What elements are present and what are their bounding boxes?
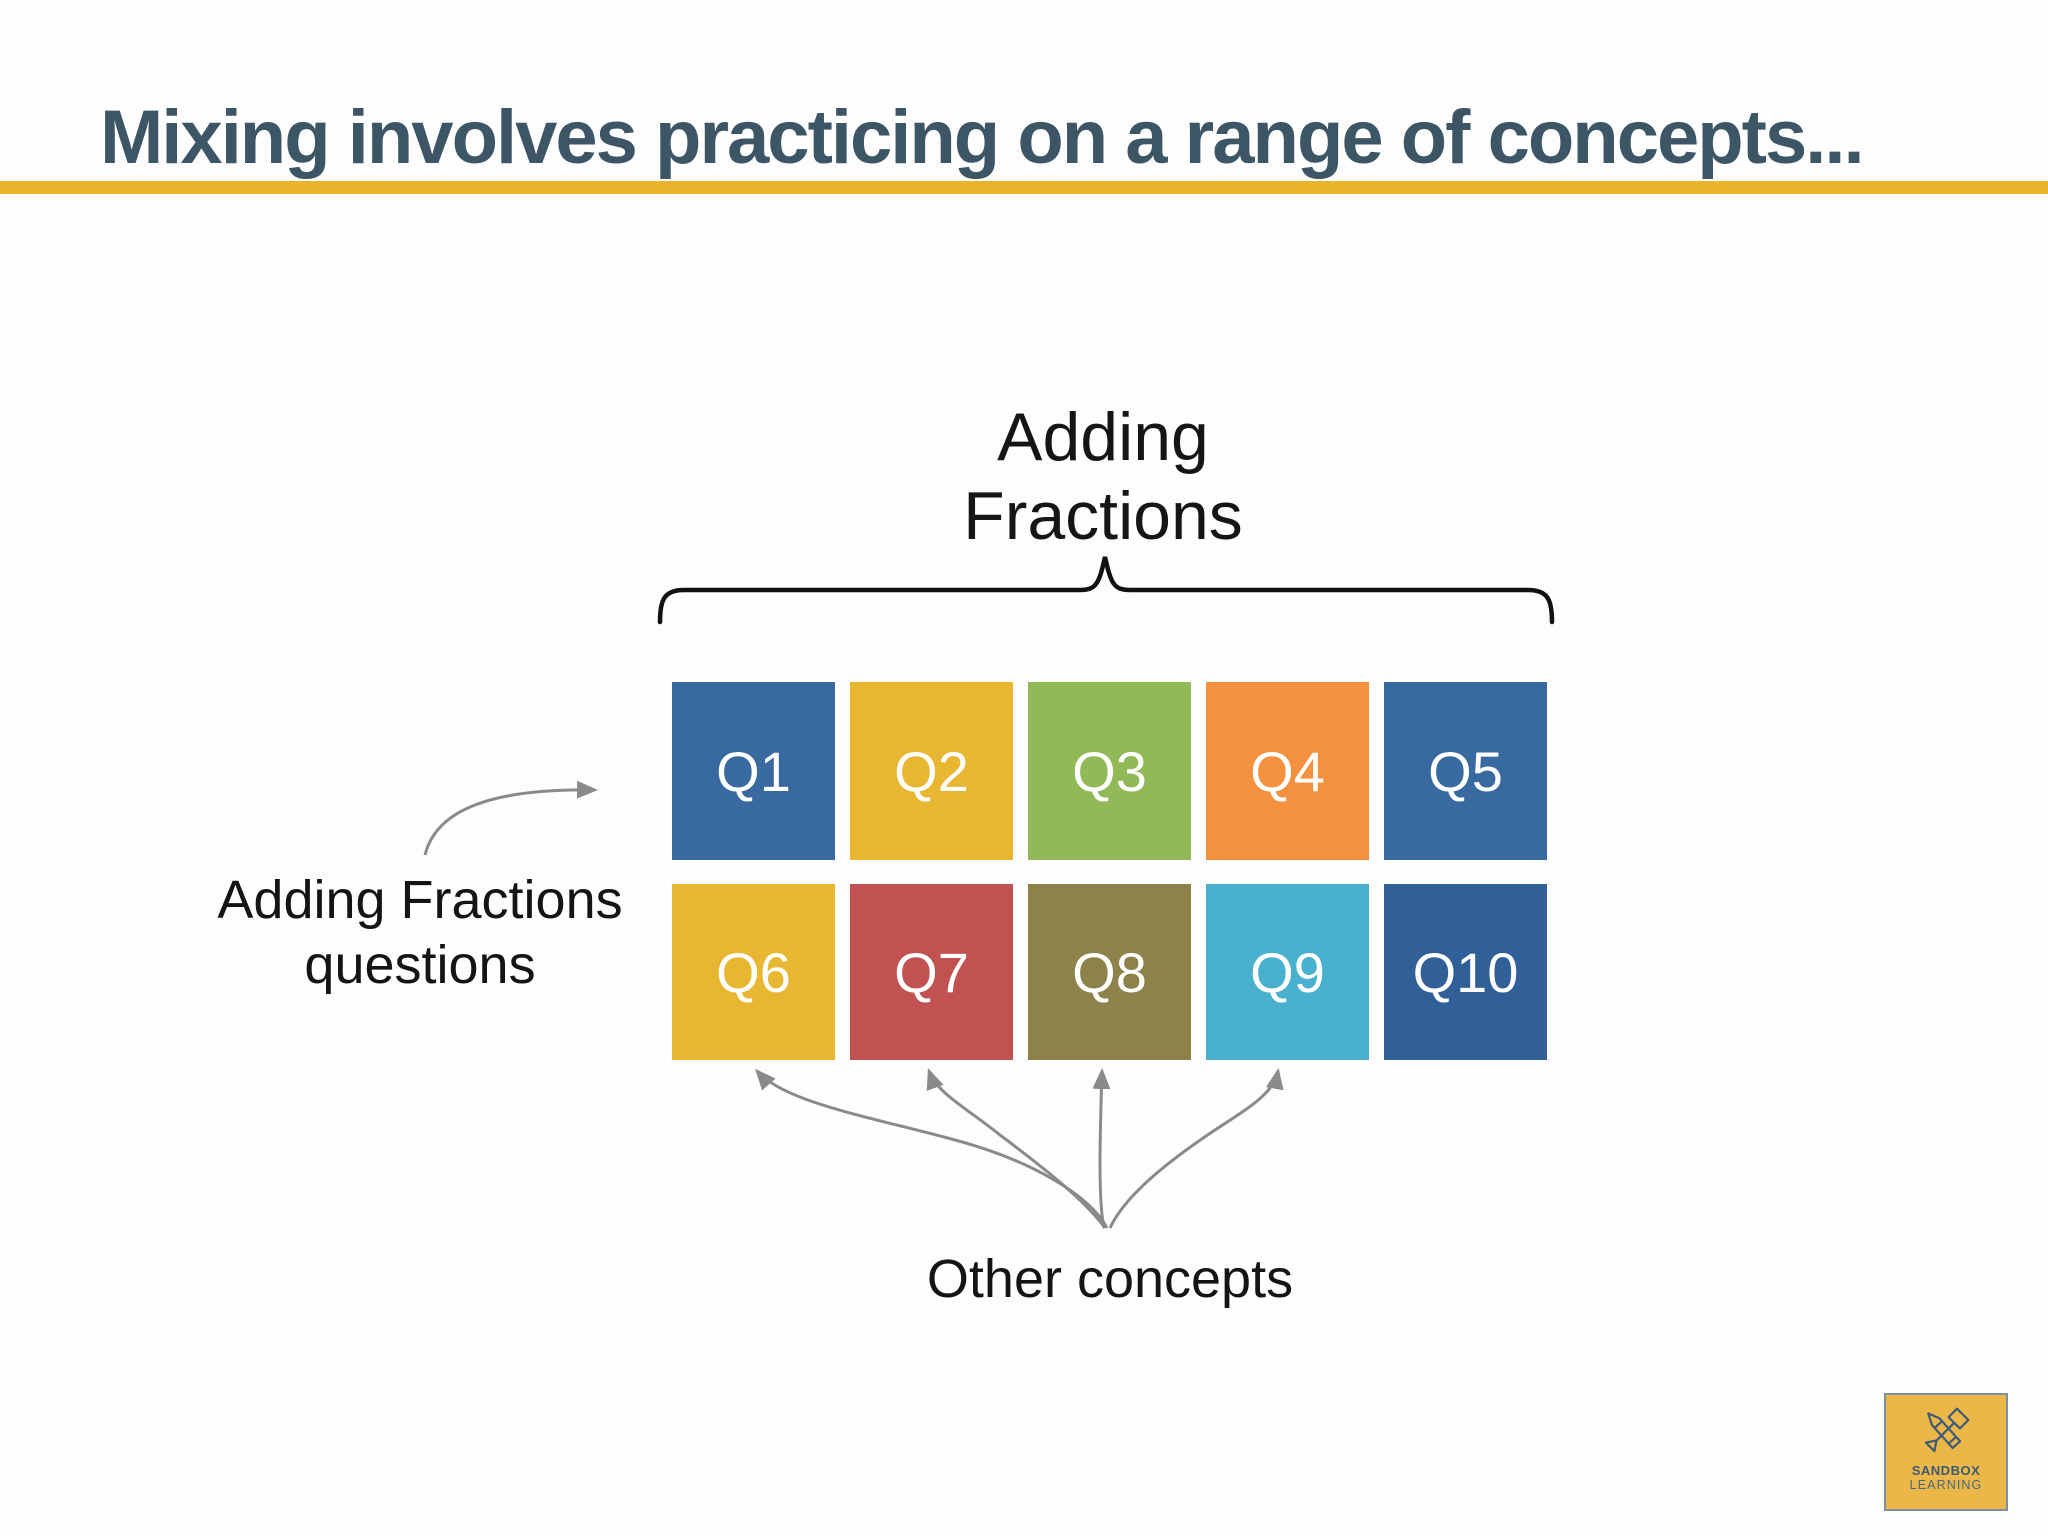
- sandbox-learning-logo: SANDBOX LEARNING: [1884, 1393, 2008, 1511]
- logo-text-sandbox: SANDBOX: [1911, 1463, 1981, 1478]
- brace-graphic: [657, 556, 1555, 625]
- group-label: Adding Fractions: [963, 399, 1243, 554]
- bottom-caption: Other concepts: [926, 1249, 1294, 1309]
- left-caption-arrow: [423, 780, 598, 856]
- question-cell-q1: Q1: [672, 682, 835, 860]
- question-cell-q3: Q3: [1028, 682, 1191, 860]
- other-concepts-arrows: [755, 1068, 1284, 1229]
- accent-divider-bar: [0, 181, 2048, 194]
- question-cell-q7: Q7: [850, 884, 1013, 1060]
- logo-text-learning: LEARNING: [1909, 1478, 1983, 1492]
- left-caption: Adding Fractions questions: [217, 870, 623, 995]
- question-cell-q6: Q6: [672, 884, 835, 1060]
- question-cell-q9: Q9: [1206, 884, 1369, 1060]
- slide-title: Mixing involves practicing on a range of…: [100, 95, 1865, 180]
- pencil-shovel-icon: [1924, 1407, 1970, 1453]
- question-cell-q5: Q5: [1384, 682, 1547, 860]
- question-cell-q8: Q8: [1028, 884, 1191, 1060]
- question-cell-q2: Q2: [850, 682, 1013, 860]
- question-cell-q4: Q4: [1206, 682, 1369, 860]
- question-cell-q10: Q10: [1384, 884, 1547, 1060]
